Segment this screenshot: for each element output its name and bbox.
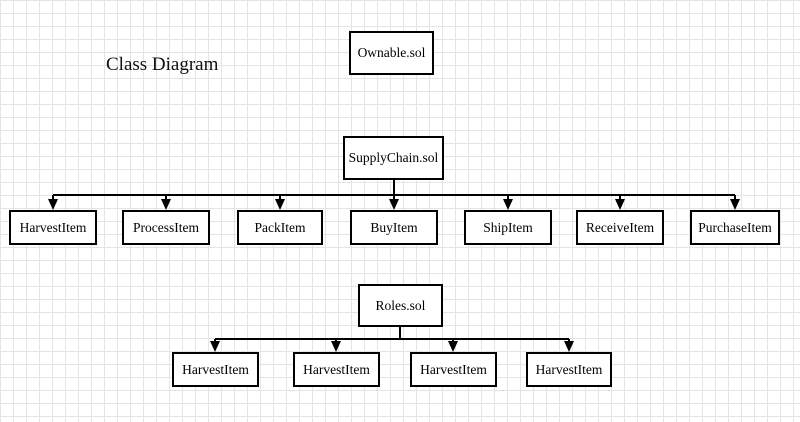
arrowhead bbox=[730, 199, 740, 210]
supply-chain-child-harvest-item: HarvestItem bbox=[9, 210, 97, 245]
roles-arrowheads bbox=[210, 341, 574, 352]
diagram-title: Class Diagram bbox=[106, 54, 219, 75]
supply-chain-child-ship-item: ShipItem bbox=[464, 210, 552, 245]
supply-chain-child-purchase-item: PurchaseItem bbox=[690, 210, 780, 245]
supply-chain-connectors bbox=[52, 180, 736, 200]
supply-chain-child-buy-item: BuyItem bbox=[350, 210, 438, 245]
roles-node: Roles.sol bbox=[358, 284, 443, 327]
arrowhead bbox=[210, 341, 220, 352]
arrowhead bbox=[448, 341, 458, 352]
roles-child-harvest-item-3: HarvestItem bbox=[410, 352, 497, 387]
arrowhead bbox=[503, 199, 513, 210]
roles-child-harvest-item-4: HarvestItem bbox=[526, 352, 612, 387]
roles-child-harvest-item-2: HarvestItem bbox=[293, 352, 380, 387]
arrowhead bbox=[275, 199, 285, 210]
arrowhead bbox=[389, 199, 399, 210]
arrowhead bbox=[331, 341, 341, 352]
supply-chain-node: SupplyChain.sol bbox=[343, 136, 444, 180]
roles-child-harvest-item-1: HarvestItem bbox=[172, 352, 259, 387]
arrowhead bbox=[564, 341, 574, 352]
supply-chain-child-process-item: ProcessItem bbox=[122, 210, 210, 245]
supply-chain-child-pack-item: PackItem bbox=[237, 210, 323, 245]
supply-chain-arrowheads bbox=[48, 199, 740, 210]
supply-chain-child-receive-item: ReceiveItem bbox=[576, 210, 664, 245]
arrowhead bbox=[615, 199, 625, 210]
roles-connectors bbox=[214, 327, 570, 342]
arrowhead bbox=[161, 199, 171, 210]
arrowhead bbox=[48, 199, 58, 210]
ownable-node: Ownable.sol bbox=[349, 31, 434, 75]
